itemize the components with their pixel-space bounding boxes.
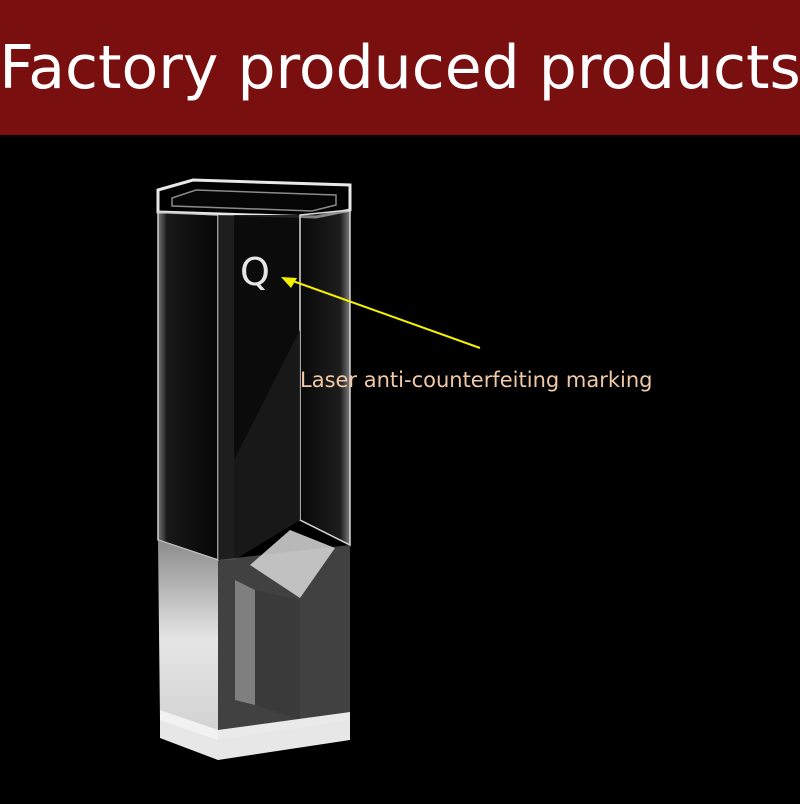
- title-banner: Factory produced products: [0, 0, 800, 135]
- callout-label: Laser anti-counterfeiting marking: [300, 368, 653, 392]
- laser-mark-letter: Q: [240, 250, 270, 294]
- callout-arrow: [289, 279, 481, 349]
- cuvette-prism: [250, 530, 335, 598]
- banner-title: Factory produced products: [0, 32, 800, 103]
- cuvette-left-wall: [157, 211, 219, 562]
- cuvette-base: [158, 540, 218, 740]
